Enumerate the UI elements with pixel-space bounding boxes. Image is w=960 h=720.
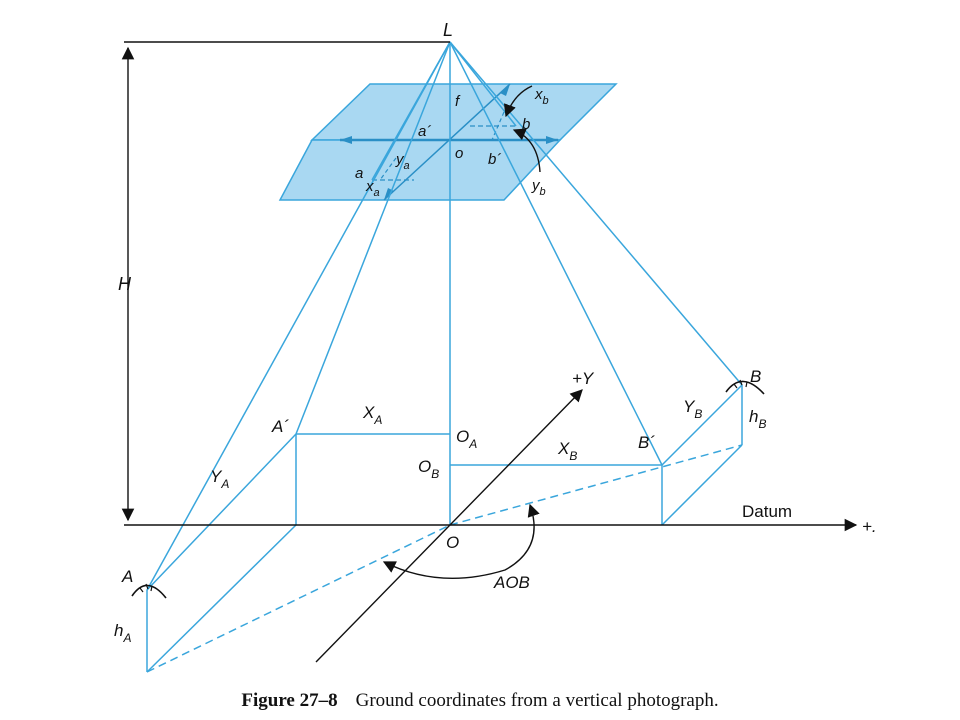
label-xb: xb	[534, 86, 549, 107]
y-axis-line	[315, 389, 583, 663]
label-O: O	[446, 533, 459, 552]
dashed-line-O-B	[449, 444, 743, 526]
label-L: L	[443, 20, 453, 40]
label-o-small: o	[455, 145, 463, 162]
photo-plane	[278, 83, 618, 201]
label-A: A	[121, 567, 133, 586]
label-b-prime: b´	[488, 151, 501, 168]
label-yb: yb	[531, 177, 546, 198]
figure-number: Figure 27–8	[241, 690, 338, 711]
ray-L-a-short	[371, 41, 451, 181]
label-plus-X: +.	[862, 517, 877, 536]
hill-A-icon	[131, 584, 167, 599]
ray-L-B	[449, 41, 743, 386]
figure-caption-text: Ground coordinates from a vertical photo…	[355, 690, 719, 711]
label-hB: hB	[749, 407, 766, 431]
label-B-prime: B´	[638, 433, 655, 452]
label-B: B	[750, 367, 761, 386]
label-H: H	[118, 274, 132, 294]
label-f: f	[455, 93, 461, 110]
label-OB: OB	[418, 457, 439, 481]
figure-caption: Figure 27–8 Ground coordinates from a ver…	[0, 690, 960, 712]
labels: L f a´ o b´ b a xb yb ya xa H +Y B YB hB…	[114, 20, 877, 645]
label-A-prime: A´	[271, 417, 289, 436]
label-XB: XB	[557, 439, 577, 463]
label-AOB: AOB	[493, 573, 530, 592]
projection-rays	[146, 41, 743, 591]
label-YA: YA	[210, 467, 229, 491]
label-a-small: a	[355, 165, 363, 182]
label-a-prime: a´	[418, 123, 431, 140]
angle-AOB-arc	[382, 503, 540, 580]
xb-arrow	[503, 85, 533, 118]
ground-point-symbols	[131, 379, 765, 599]
label-XA: XA	[362, 403, 382, 427]
label-b-small: b	[522, 116, 530, 133]
axes	[121, 41, 858, 663]
photo-plane-upper	[310, 83, 618, 141]
ground-construction	[146, 384, 743, 673]
ray-L-Aprime	[295, 41, 451, 435]
label-YB: YB	[683, 397, 702, 421]
ray-L-Bprime	[449, 41, 663, 466]
label-OA: OA	[456, 427, 477, 451]
hill-B-icon	[725, 380, 765, 395]
label-ya: ya	[395, 151, 410, 172]
label-datum: Datum	[742, 502, 792, 521]
dashed-line-A-O	[146, 524, 451, 673]
label-xa: xa	[365, 178, 380, 199]
ray-L-A	[146, 41, 451, 591]
yb-arrow	[512, 128, 541, 173]
label-hA: hA	[114, 621, 131, 645]
photo-plane-lower	[278, 139, 562, 201]
label-plus-Y: +Y	[572, 369, 595, 388]
